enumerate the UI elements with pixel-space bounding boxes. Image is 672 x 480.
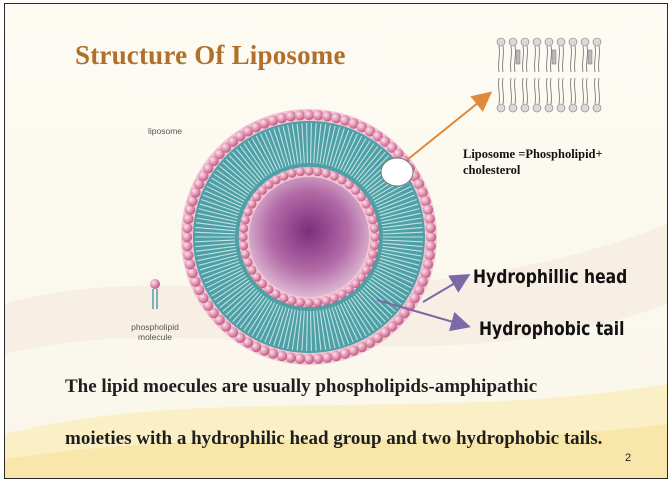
phospholipid-label-line1: phospholipid [115, 322, 195, 332]
slide-frame: Structure Of Liposome liposome [4, 3, 668, 479]
hydrophilic-head-label: Hydrophillic head [473, 266, 627, 288]
equation-line2: cholesterol [463, 162, 603, 178]
hydrophobic-tail-label: Hydrophobic tail [479, 318, 624, 340]
lipid-bilayer-section-icon [497, 38, 601, 112]
hydrophilic-arrow [423, 276, 467, 302]
phospholipid-molecule-icon [150, 279, 160, 309]
phospholipid-label-line2: molecule [115, 332, 195, 342]
highlight-circle [381, 158, 413, 186]
equation-text: Liposome =Phospholipid+ cholesterol [463, 146, 603, 178]
liposome-bilayer [181, 109, 437, 365]
body-text-line2: moieties with a hydrophilic head group a… [65, 428, 602, 450]
body-text-line1: The lipid moecules are usually phospholi… [65, 376, 537, 398]
phospholipid-label: phospholipid molecule [115, 322, 195, 342]
liposome-diagram [5, 4, 667, 478]
equation-line1: Liposome =Phospholipid+ [463, 146, 603, 162]
page-number: 2 [625, 452, 631, 464]
